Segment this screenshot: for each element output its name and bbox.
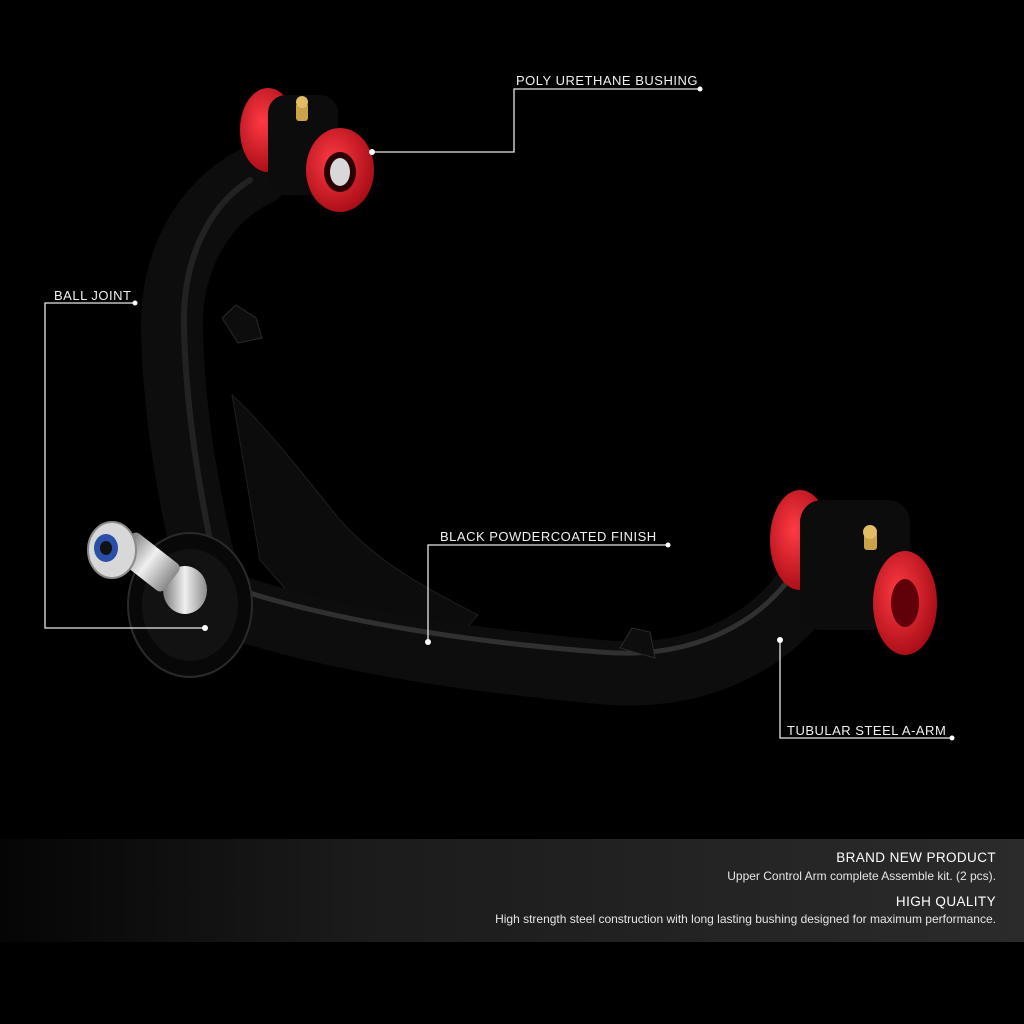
label-finish: BLACK POWDERCOATED FINISH xyxy=(440,529,657,544)
label-bushing: POLY URETHANE BUSHING xyxy=(516,73,698,88)
right-bushing xyxy=(770,490,937,655)
upper-bracket xyxy=(221,304,263,344)
gusset-plate xyxy=(231,393,479,641)
ball-joint xyxy=(87,521,253,678)
info-panel: BRAND NEW PRODUCT Upper Control Arm comp… xyxy=(0,839,1024,942)
callout-lines xyxy=(44,88,952,739)
panel-text-quality: High strength steel construction with lo… xyxy=(495,912,996,926)
top-bushing xyxy=(240,88,374,212)
lower-bracket xyxy=(619,627,656,659)
panel-text-brand: Upper Control Arm complete Assemble kit.… xyxy=(727,869,996,883)
label-ball-joint: BALL JOINT xyxy=(54,288,132,303)
lower-tube xyxy=(198,558,837,706)
upper-tube xyxy=(140,144,289,596)
label-arm: TUBULAR STEEL A-ARM xyxy=(787,723,947,738)
callout-dots xyxy=(132,86,955,741)
panel-heading-brand: BRAND NEW PRODUCT xyxy=(836,850,996,865)
panel-heading-quality: HIGH QUALITY xyxy=(895,894,996,909)
